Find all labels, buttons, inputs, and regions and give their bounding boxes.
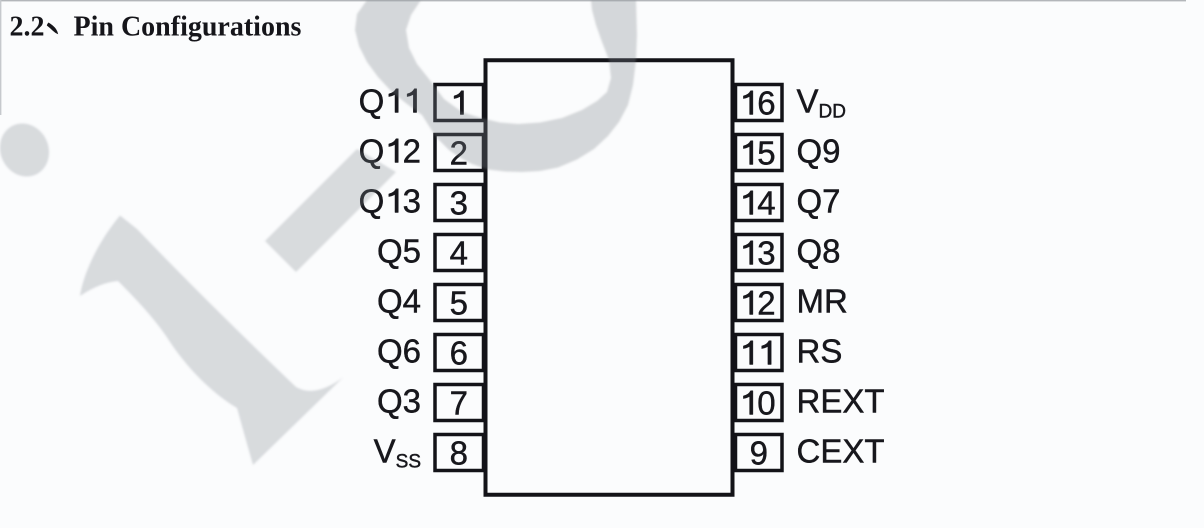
svg-text:3: 3 xyxy=(403,183,421,220)
svg-text:4: 4 xyxy=(450,235,468,272)
svg-text:Q9: Q9 xyxy=(797,133,841,170)
svg-text:CEXT: CEXT xyxy=(797,433,885,470)
svg-text:7: 7 xyxy=(450,385,468,422)
svg-text:5: 5 xyxy=(757,135,775,172)
svg-text:Q7: Q7 xyxy=(797,183,841,220)
svg-text:Q3: Q3 xyxy=(377,383,421,420)
svg-text:3: 3 xyxy=(757,235,775,272)
svg-text:Q: Q xyxy=(359,83,385,120)
svg-text:2: 2 xyxy=(403,133,421,170)
svg-text:9: 9 xyxy=(750,435,768,472)
svg-text:VDD: VDD xyxy=(797,83,846,123)
svg-text:6: 6 xyxy=(450,335,468,372)
svg-text:4: 4 xyxy=(757,185,775,222)
svg-text:8: 8 xyxy=(450,435,468,472)
svg-text:Q4: Q4 xyxy=(377,283,421,320)
svg-text:Q5: Q5 xyxy=(377,233,421,270)
svg-text:3: 3 xyxy=(450,185,468,222)
svg-text:0: 0 xyxy=(757,385,775,422)
svg-text:5: 5 xyxy=(450,285,468,322)
svg-text:MR: MR xyxy=(797,283,848,320)
svg-text:Pin Configurations: Pin Configurations xyxy=(74,12,302,43)
svg-text:RS: RS xyxy=(797,333,843,370)
svg-text:2.2: 2.2 xyxy=(10,12,45,43)
svg-text:2: 2 xyxy=(757,285,775,322)
svg-text:Q8: Q8 xyxy=(797,233,841,270)
svg-text:VSS: VSS xyxy=(374,433,421,473)
svg-text:6: 6 xyxy=(757,85,775,122)
svg-text:REXT: REXT xyxy=(797,383,885,420)
svg-text:Q6: Q6 xyxy=(377,333,421,370)
